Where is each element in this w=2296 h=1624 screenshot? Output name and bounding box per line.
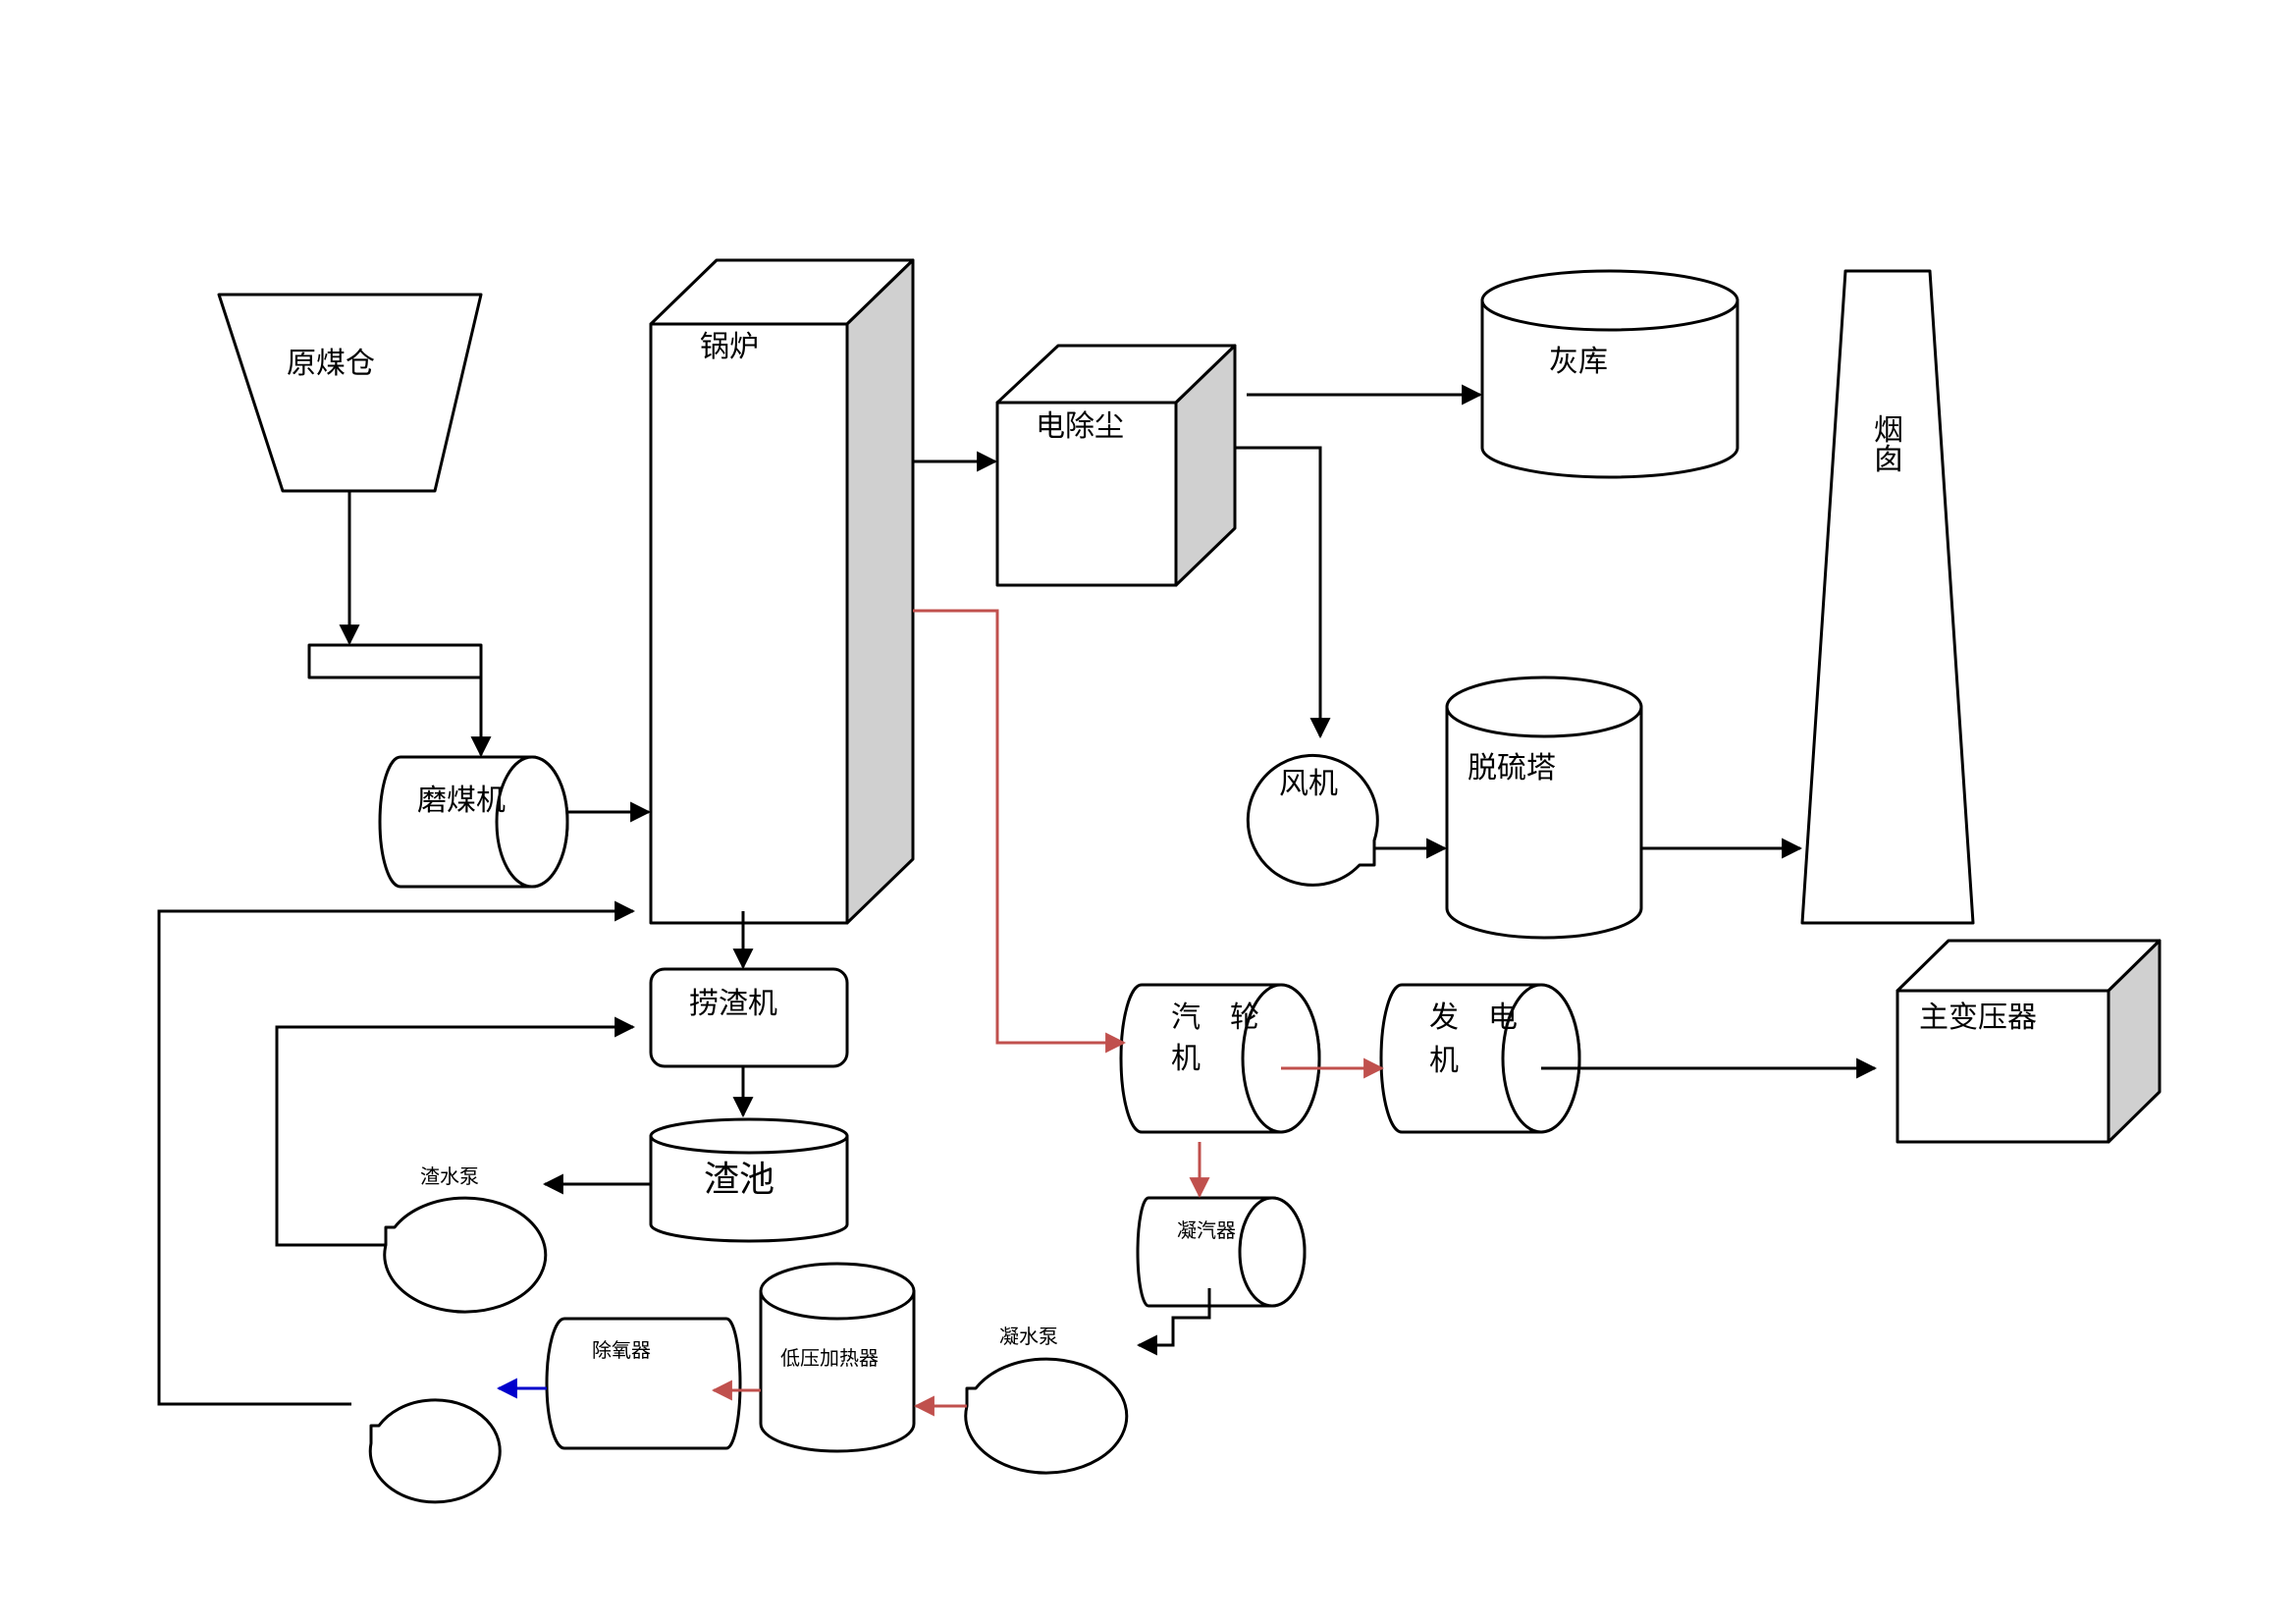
main-transformer-label: 主变压器 bbox=[1919, 1001, 2037, 1035]
lp-heater-label: 低压加热器 bbox=[780, 1346, 879, 1370]
generator: 发 电 机 bbox=[1379, 983, 1581, 1134]
desulfurization-tower: 脱硫塔 bbox=[1445, 676, 1643, 940]
generator-label-2: 机 bbox=[1429, 1044, 1459, 1078]
condensate-pump: 凝水泵 bbox=[964, 1325, 1129, 1475]
feed-water-pump: 给 水 泵 bbox=[368, 1371, 505, 1504]
coal-mill: 磨煤机 bbox=[378, 755, 569, 889]
electrostatic-precipitator: 电除尘 bbox=[995, 344, 1237, 587]
flow-lines bbox=[157, 384, 1878, 1406]
main-transformer: 主变压器 bbox=[1896, 939, 2162, 1144]
lp-heater: 低压加热器 bbox=[759, 1262, 916, 1453]
coal-bunker: 原煤仓 bbox=[217, 293, 483, 493]
condensate-pump-label: 凝水泵 bbox=[999, 1325, 1058, 1348]
feed-water-pump-label: 给 水 泵 bbox=[398, 1371, 505, 1405]
deaerator-label: 除氧器 bbox=[592, 1338, 651, 1362]
slag-remover-label: 捞渣机 bbox=[689, 987, 777, 1021]
steam-lines bbox=[711, 609, 1385, 1417]
steam-turbine-label-1: 汽 轮 bbox=[1171, 1001, 1259, 1035]
boiler-label: 锅炉 bbox=[700, 330, 759, 364]
condenser-label: 凝汽器 bbox=[1177, 1218, 1236, 1242]
ash-silo-label: 灰库 bbox=[1549, 345, 1608, 379]
chimney-label-2: 囱 bbox=[1874, 443, 1903, 477]
desulfurization-tower-label: 脱硫塔 bbox=[1468, 751, 1556, 785]
chimney-label-1: 烟 bbox=[1874, 413, 1903, 448]
fan-label: 风机 bbox=[1279, 767, 1338, 801]
slag-pool: 渣池 bbox=[649, 1117, 849, 1243]
slag-water-pump: 渣水泵 bbox=[383, 1164, 548, 1314]
condenser: 凝汽器 bbox=[1136, 1196, 1307, 1308]
steam-turbine-label-2: 机 bbox=[1171, 1042, 1201, 1076]
chimney: 烟 囱 bbox=[1800, 269, 1975, 925]
esp-label: 电除尘 bbox=[1036, 409, 1124, 444]
slag-pool-label: 渣池 bbox=[704, 1160, 774, 1200]
fan: 风机 bbox=[1246, 753, 1379, 887]
coal-bunker-label: 原煤仓 bbox=[287, 347, 375, 381]
ash-silo: 灰库 bbox=[1480, 269, 1739, 479]
coal-feeder bbox=[307, 643, 483, 679]
deaerator: 除氧器 bbox=[545, 1317, 742, 1450]
coal-mill-label: 磨煤机 bbox=[417, 784, 506, 818]
boiler: 锅炉 bbox=[649, 258, 915, 925]
slag-water-pump-label: 渣水泵 bbox=[420, 1164, 479, 1188]
generator-label-1: 发 电 bbox=[1429, 1001, 1518, 1035]
steam-turbine: 汽 轮 机 bbox=[1119, 983, 1321, 1134]
